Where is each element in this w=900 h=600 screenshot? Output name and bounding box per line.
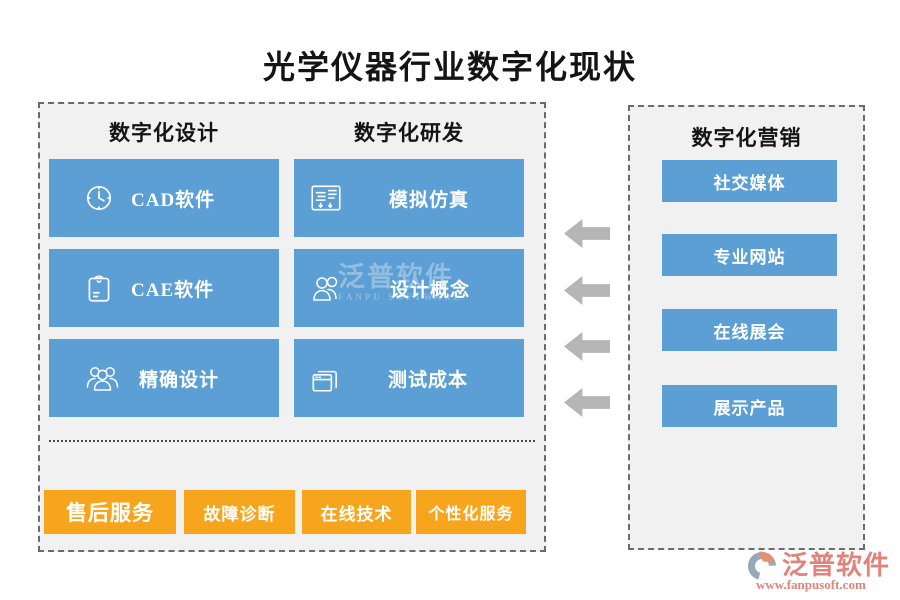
users-group-icon <box>86 367 119 391</box>
node-online-exhibition: 在线展会 <box>662 309 837 351</box>
node-simulation: 模拟仿真 <box>294 159 524 237</box>
left-arrow-icon <box>564 332 610 361</box>
node-professional-website: 专业网站 <box>662 234 837 276</box>
two-users-icon <box>313 276 338 301</box>
left-arrow-icon <box>564 276 610 305</box>
stacked-windows-icon <box>312 370 337 392</box>
node-precise-design: 精确设计 <box>49 339 279 417</box>
node-after-sales-service: 售后服务 <box>44 490 176 534</box>
node-label: 模拟仿真 <box>388 189 469 211</box>
fanpu-logo-icon <box>748 551 776 580</box>
left-arrow-icon <box>564 388 610 417</box>
clock-icon <box>86 185 112 211</box>
envelope-icon <box>88 275 110 302</box>
node-design-concept: 设计概念 <box>294 249 524 327</box>
node-label: 设计概念 <box>389 279 470 301</box>
node-fault-diagnosis: 故障诊断 <box>184 490 295 534</box>
node-cad-software: CAD软件 <box>49 159 279 237</box>
node-social-media: 社交媒体 <box>662 160 837 202</box>
node-test-cost: 测试成本 <box>294 339 524 417</box>
node-label: CAE软件 <box>131 279 215 301</box>
node-personalized-service: 个性化服务 <box>416 490 526 534</box>
node-label: CAD软件 <box>131 189 216 211</box>
column-header-rd: 数字化研发 <box>354 121 464 145</box>
node-online-technology: 在线技术 <box>302 490 411 534</box>
logo-url: www.fanpusoft.com <box>756 577 866 592</box>
logo-name: 泛普软件 <box>782 551 891 580</box>
marketing-panel: 数字化营销 社交媒体 专业网站 在线展会 展示产品 <box>628 105 865 550</box>
node-label: 精确设计 <box>139 369 220 391</box>
vendor-logo: 泛普软件 www.fanpusoft.com <box>746 548 900 598</box>
column-header-design: 数字化设计 <box>109 121 219 145</box>
document-list-icon <box>311 185 341 211</box>
node-product-showcase: 展示产品 <box>662 385 837 427</box>
left-arrow-icon <box>564 219 610 248</box>
node-label: 测试成本 <box>387 369 468 391</box>
dotted-divider <box>49 440 535 442</box>
design-rd-panel: 数字化设计 数字化研发 CAD软件 CAE软件 <box>38 102 546 552</box>
node-cae-software: CAE软件 <box>49 249 279 327</box>
page-title: 光学仪器行业数字化现状 <box>262 49 637 85</box>
column-header-marketing: 数字化营销 <box>691 126 802 150</box>
